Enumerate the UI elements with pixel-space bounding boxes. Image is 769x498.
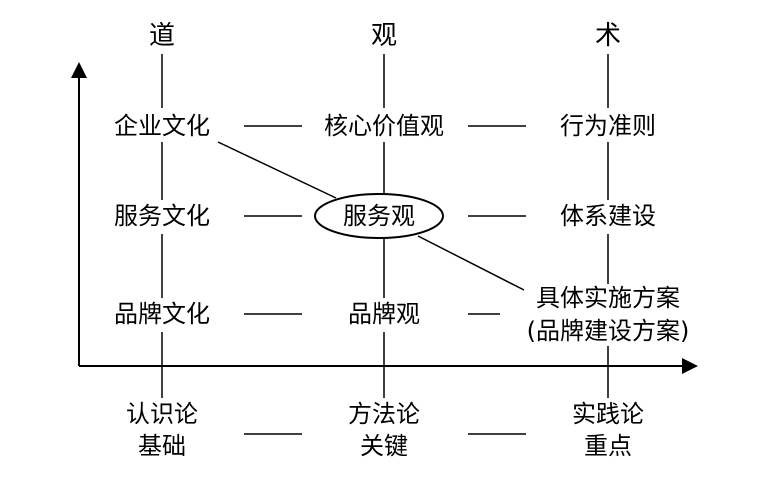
header-guan: 观 (371, 21, 397, 51)
node-brand-building-plan: (品牌建设方案) (527, 317, 690, 345)
node-brand-view: 品牌观 (348, 300, 420, 328)
highlight-ellipse (314, 193, 444, 239)
node-corporate-culture: 企业文化 (114, 112, 210, 140)
node-code-of-conduct: 行为准则 (560, 112, 656, 140)
header-shu: 术 (595, 21, 621, 51)
diagonal-line-1 (217, 141, 337, 199)
node-service-view: 服务观 (343, 202, 415, 230)
header-dao: 道 (149, 21, 175, 51)
bottom-methodology: 方法论 (348, 400, 420, 428)
bottom-practice-theory: 实践论 (572, 400, 644, 428)
node-brand-culture: 品牌文化 (114, 300, 210, 328)
bottom-focus: 重点 (584, 432, 632, 460)
node-implementation-plan: 具体实施方案 (536, 284, 680, 312)
diagonal-line-2 (417, 235, 525, 291)
bottom-foundation: 基础 (138, 432, 186, 460)
node-service-culture: 服务文化 (114, 202, 210, 230)
node-system-building: 体系建设 (560, 202, 656, 230)
node-core-values: 核心价值观 (324, 112, 444, 140)
bottom-epistemology: 认识论 (126, 400, 198, 428)
bottom-key: 关键 (360, 432, 408, 460)
